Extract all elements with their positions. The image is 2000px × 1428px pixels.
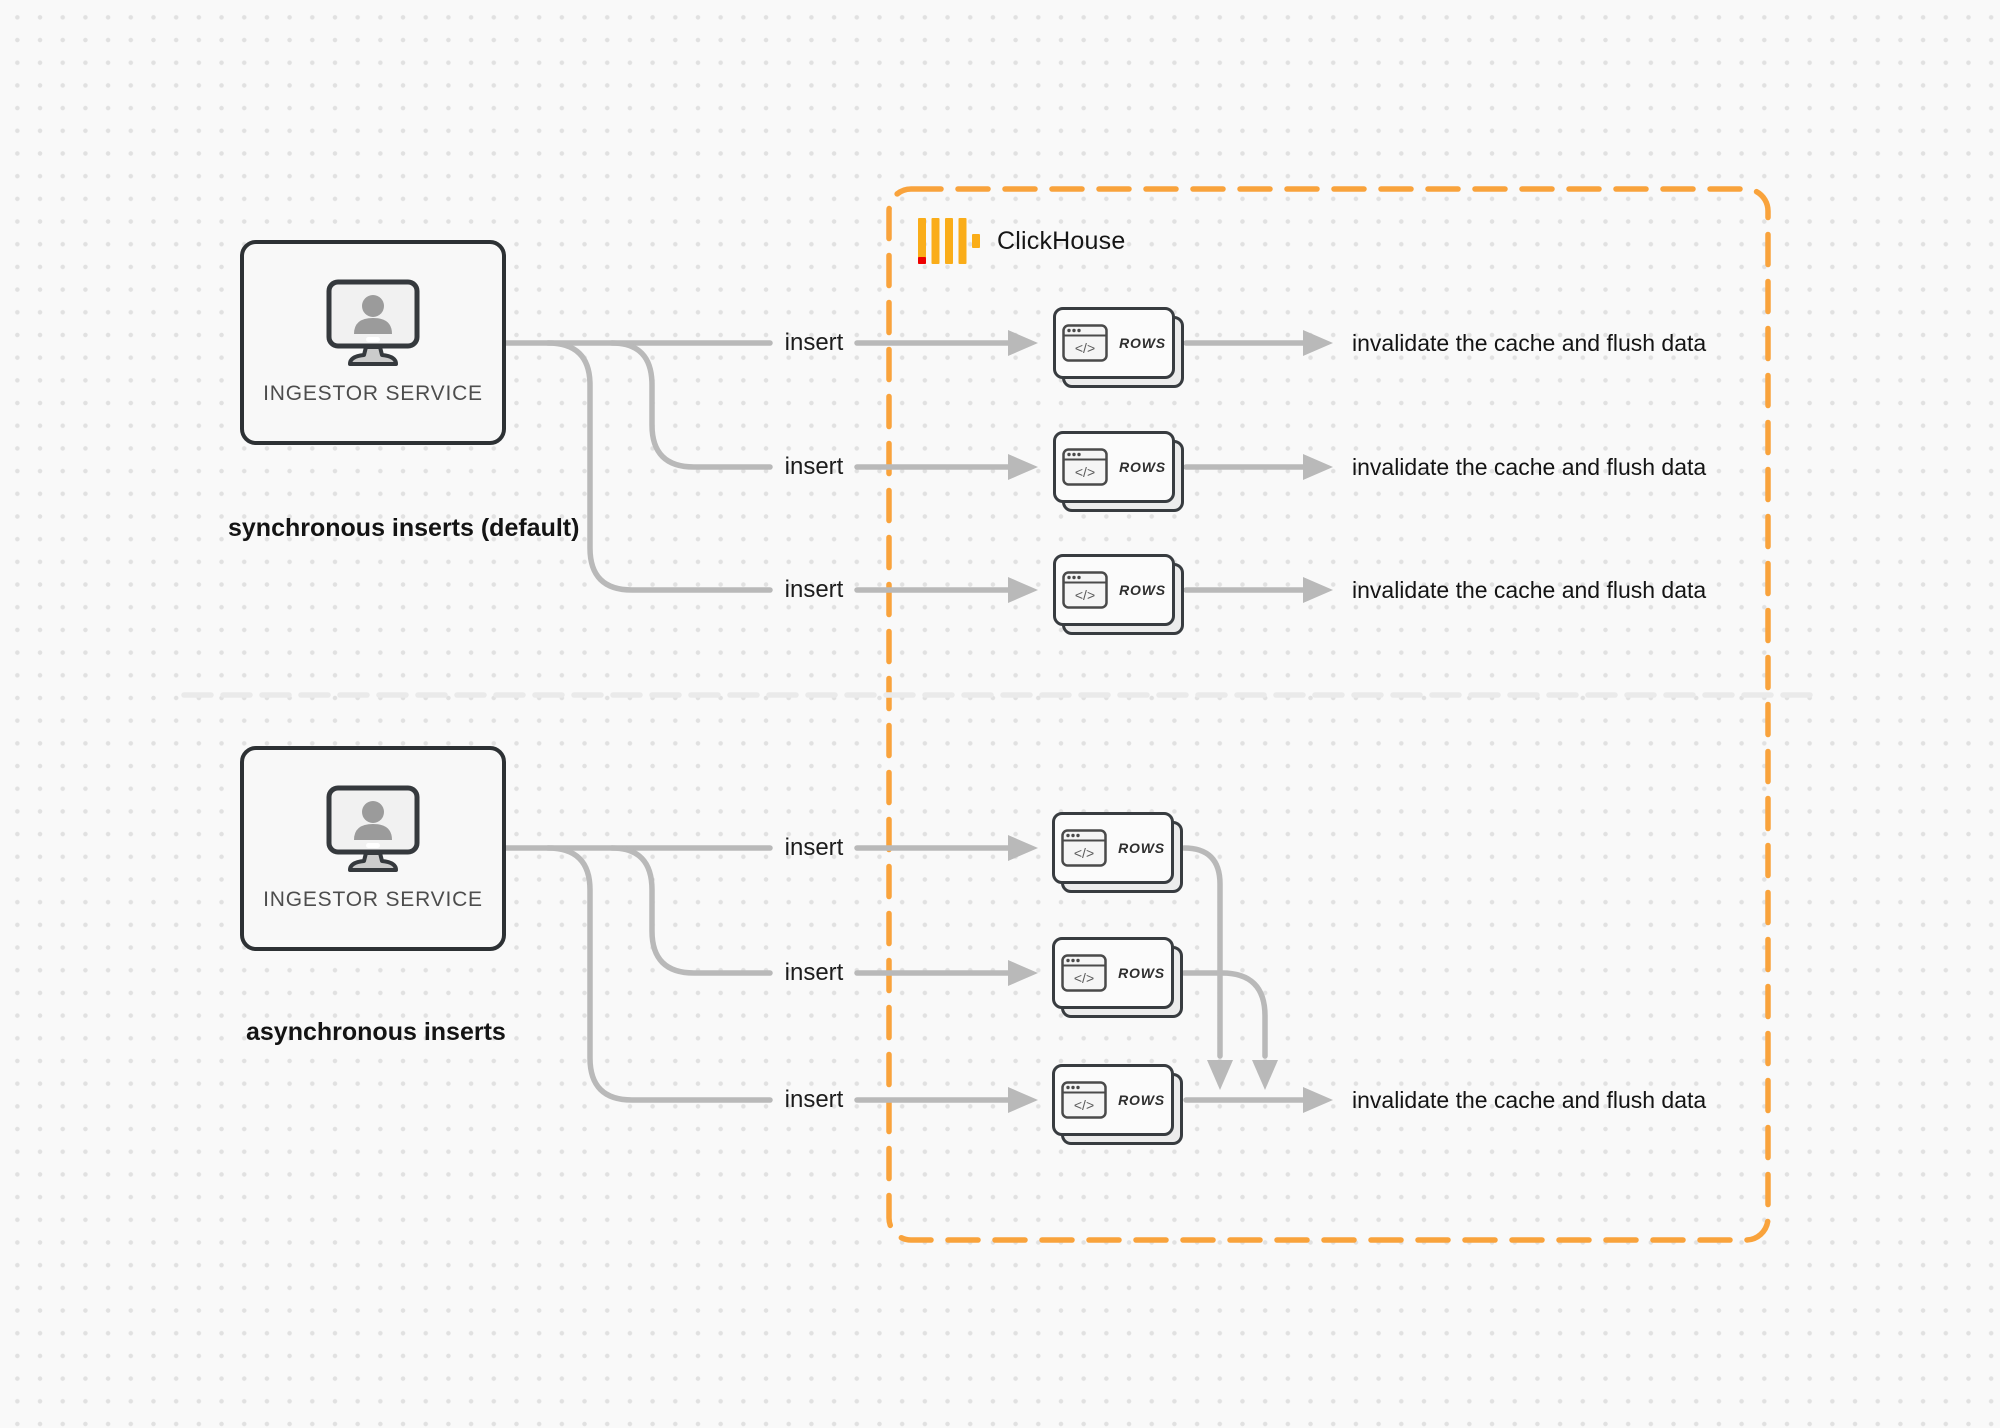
arrowhead-icon — [1008, 835, 1038, 861]
rows-label: ROWS — [1118, 965, 1165, 981]
arrowhead-icon — [1008, 577, 1038, 603]
clickhouse-label: ClickHouse — [997, 226, 1126, 255]
arrowhead-icon — [1008, 1087, 1038, 1113]
insert-label: insert — [784, 959, 844, 986]
sync-branch-line-3 — [545, 340, 773, 593]
card-stack-front: </> ROWS — [1052, 937, 1174, 1009]
svg-text:</>: </> — [1074, 1097, 1094, 1113]
ingestor-service-label: INGESTOR SERVICE — [263, 888, 483, 911]
rows-table-card: </> ROWS — [1053, 307, 1184, 388]
arrowhead-icon — [1303, 454, 1333, 480]
async-branch-line-3 — [545, 845, 773, 1103]
async-caption: asynchronous inserts — [246, 1018, 506, 1046]
rows-table-card: </> ROWS — [1052, 812, 1183, 893]
code-window-icon: </> — [1061, 829, 1107, 867]
card-stack-front: </> ROWS — [1053, 431, 1175, 503]
ingestor-service-label: INGESTOR SERVICE — [263, 382, 483, 405]
insert-label: insert — [784, 453, 844, 480]
async-merge-line-1 — [1181, 845, 1223, 1059]
insert-label: insert — [784, 1086, 844, 1113]
sync-caption: synchronous inserts (default) — [228, 514, 580, 542]
async-arrowheads — [1008, 835, 1333, 1113]
card-stack-front: </> ROWS — [1053, 307, 1175, 379]
card-stack-front: </> ROWS — [1053, 554, 1175, 626]
code-window-icon: </> — [1061, 954, 1107, 992]
insert-label: insert — [784, 834, 844, 861]
clickhouse-logo: ClickHouse — [918, 216, 1125, 266]
arrowhead-icon — [1008, 330, 1038, 356]
svg-text:</>: </> — [1075, 464, 1095, 480]
sync-connectors — [503, 340, 1306, 593]
svg-text:</>: </> — [1074, 845, 1094, 861]
arrowhead-icon — [1008, 454, 1038, 480]
rows-table-card: </> ROWS — [1052, 1064, 1183, 1145]
arrowhead-down-icon — [1207, 1060, 1233, 1090]
arrowhead-icon — [1303, 577, 1333, 603]
svg-text:</>: </> — [1074, 970, 1094, 986]
ingestor-service-box-async: INGESTOR SERVICE — [240, 746, 506, 951]
rows-table-card: </> ROWS — [1053, 554, 1184, 635]
arrowhead-icon — [1008, 960, 1038, 986]
code-window-icon: </> — [1061, 1081, 1107, 1119]
result-label: invalidate the cache and flush data — [1352, 330, 1707, 356]
async-merge-line-2 — [1181, 970, 1268, 1059]
clickhouse-bars-icon — [918, 218, 980, 264]
rows-label: ROWS — [1118, 1092, 1165, 1108]
arrowhead-icon — [1303, 330, 1333, 356]
result-label: invalidate the cache and flush data — [1352, 577, 1707, 603]
clickhouse-boundary-dashed-box — [886, 186, 1771, 1243]
code-window-icon: </> — [1062, 448, 1108, 486]
rows-table-card: </> ROWS — [1052, 937, 1183, 1018]
code-window-icon: </> — [1062, 324, 1108, 362]
insert-label: insert — [784, 576, 844, 603]
svg-text:</>: </> — [1075, 587, 1095, 603]
arrowhead-down-icon — [1252, 1060, 1278, 1090]
result-label: invalidate the cache and flush data — [1352, 454, 1707, 480]
async-branch-line-2 — [609, 845, 773, 976]
ingestor-service-box-sync: INGESTOR SERVICE — [240, 240, 506, 445]
code-window-icon: </> — [1062, 571, 1108, 609]
sync-arrowheads — [1008, 330, 1333, 603]
async-connectors — [503, 845, 1306, 1103]
insert-label: insert — [784, 329, 844, 356]
rows-label: ROWS — [1119, 335, 1166, 351]
monitor-user-icon — [326, 785, 420, 872]
rows-label: ROWS — [1119, 459, 1166, 475]
arrowhead-icon — [1303, 1087, 1333, 1113]
rows-label: ROWS — [1118, 840, 1165, 856]
monitor-user-icon — [326, 279, 420, 366]
card-stack-front: </> ROWS — [1052, 1064, 1174, 1136]
sync-branch-line-2 — [609, 340, 773, 470]
svg-text:</>: </> — [1075, 340, 1095, 356]
result-label: invalidate the cache and flush data — [1352, 1087, 1707, 1113]
card-stack-front: </> ROWS — [1052, 812, 1174, 884]
rows-table-card: </> ROWS — [1053, 431, 1184, 512]
rows-label: ROWS — [1119, 582, 1166, 598]
